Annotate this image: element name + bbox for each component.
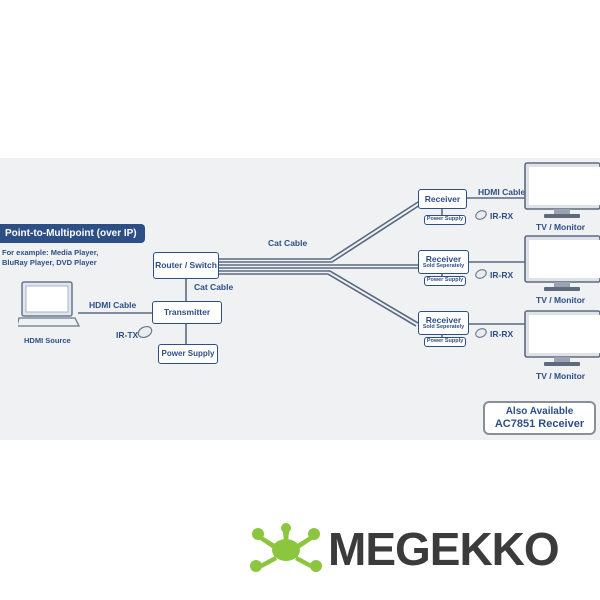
receiver-1-ir-rx-label: IR-RX — [490, 211, 514, 221]
megekko-logo: MEGEKKO — [250, 518, 600, 588]
monitor-icon — [524, 235, 600, 291]
hdmi-cable-label: HDMI Cable — [89, 300, 137, 310]
receiver-3-ir-rx-label: IR-RX — [490, 329, 514, 339]
receiver-3-power-box: Power Supply — [424, 337, 466, 347]
receiver-2-title: Receiver — [425, 253, 462, 264]
ir-sensor-icon — [137, 325, 153, 339]
ir-sensor-icon — [475, 269, 487, 279]
receiver-1-power-label: Power Supply — [426, 216, 464, 223]
tv-3-label: TV / Monitor — [536, 371, 586, 381]
receiver-2-subtitle: Sold Seperately — [422, 262, 465, 269]
cat-cable-mid-label: Cat Cable — [194, 282, 234, 292]
logo-text: MEGEKKO — [328, 523, 560, 575]
receiver-3-power-label: Power Supply — [426, 338, 464, 345]
receiver-1-title: Receiver — [424, 193, 461, 204]
receiver-1-box: Receiver — [418, 189, 467, 209]
receiver-3-subtitle: Sold Seperately — [422, 323, 465, 330]
receiver-2-ir-rx-label: IR-RX — [490, 270, 514, 280]
ir-sensor-icon — [475, 210, 487, 220]
connection-lines — [78, 197, 525, 344]
example-text-line2: BluRay Player, DVD Player — [2, 258, 97, 267]
receiver-1-hdmi-cable-label: HDMI Cable — [478, 187, 526, 197]
transmitter-label: Transmitter — [163, 307, 211, 318]
example-text-line1: For example: Media Player, — [2, 248, 99, 257]
transmitter-box: Transmitter — [152, 301, 222, 324]
also-available-line1: Also Available — [505, 406, 574, 417]
also-available-box: Also Available AC7851 Receiver — [483, 401, 596, 435]
also-available-line2: AC7851 Receiver — [494, 418, 585, 430]
receiver-2-power-label: Power Supply — [426, 277, 464, 284]
laptop-icon — [18, 281, 80, 327]
tv-2-label: TV / Monitor — [536, 295, 586, 305]
receiver-1-power-box: Power Supply — [424, 215, 466, 225]
receiver-2-box: Receiver Sold Seperately — [418, 250, 469, 274]
monitor-icon — [524, 310, 600, 366]
receiver-3-box: Receiver Sold Seperately — [418, 311, 469, 335]
frog-logo-icon — [250, 523, 322, 572]
power-supply-label: Power Supply — [161, 348, 215, 358]
ir-sensor-icon — [475, 328, 487, 338]
transmitter-power-supply-box: Power Supply — [158, 344, 218, 364]
ir-tx-label: IR-TX — [116, 330, 139, 340]
receiver-3-title: Receiver — [425, 314, 462, 325]
router-switch-label: Router / Switch — [155, 260, 217, 271]
connection-diagram: Point-to-Multipoint (over IP) For exampl… — [0, 158, 600, 440]
router-switch-box: Router / Switch — [153, 252, 219, 279]
diagram-title: Point-to-Multipoint (over IP) — [0, 224, 145, 243]
cat-cable-top-label: Cat Cable — [268, 238, 308, 248]
hdmi-source-label: HDMI Source — [24, 336, 71, 345]
tv-1-label: TV / Monitor — [536, 222, 586, 232]
monitor-icon — [524, 162, 600, 218]
receiver-2-power-box: Power Supply — [424, 276, 466, 286]
